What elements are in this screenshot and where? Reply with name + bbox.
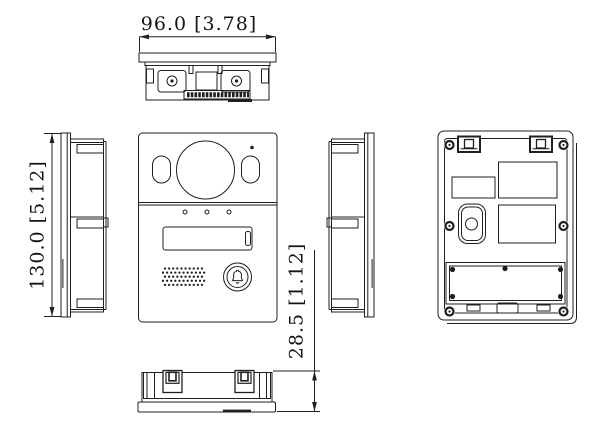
side-clip-right	[261, 68, 269, 84]
clip-middle	[71, 216, 109, 229]
top-view	[138, 52, 277, 102]
nameplate	[162, 226, 253, 251]
camera-module-back	[458, 203, 486, 244]
arrow-down	[49, 307, 55, 317]
label-area-mid-right	[498, 204, 556, 244]
right-side-view	[326, 132, 375, 318]
cover-edge-shadow	[447, 143, 577, 324]
faceplate-profile	[364, 132, 375, 318]
terminal-connector	[183, 90, 251, 100]
status-led-indicators	[182, 209, 232, 215]
bell-icon	[232, 269, 243, 284]
screw-mid-right	[556, 219, 571, 233]
screw-top-right	[556, 138, 571, 152]
cable-entry	[195, 71, 218, 91]
microphone-hole	[250, 145, 254, 150]
label-area-left	[451, 176, 496, 199]
arrow-left	[139, 34, 149, 40]
terminal-cover	[445, 262, 566, 305]
mount-clip-right	[529, 135, 553, 153]
body-profile	[331, 138, 365, 313]
bottom-view	[137, 369, 276, 413]
screw-boss-right	[220, 70, 251, 93]
screw-bottom-right	[556, 304, 571, 319]
arrow-up	[49, 133, 55, 143]
clip-bottom	[331, 298, 364, 310]
height-dimension: 130.0 [5.12]	[27, 133, 61, 317]
end-post-left	[143, 372, 155, 399]
clip-top	[71, 142, 104, 154]
arrow-up	[312, 371, 317, 381]
ir-illuminator-right	[241, 155, 260, 184]
faceplate-edge	[138, 52, 277, 63]
faceplate-profile	[60, 132, 71, 318]
mount-clip-left	[457, 135, 481, 153]
rear-view	[437, 130, 577, 324]
body-profile	[70, 138, 104, 313]
ir-illuminator-left	[152, 155, 171, 184]
label-area-top-right	[498, 161, 558, 199]
end-post-right	[259, 372, 271, 399]
arrow-right	[266, 34, 276, 40]
camera-lens	[176, 140, 235, 200]
faceplate-lip	[144, 61, 271, 66]
height-dimension-label: 130.0 [5.12]	[27, 160, 49, 290]
depth-dimension-label: 28.5 [1.12]	[286, 243, 308, 359]
bottom-latch-area	[466, 302, 551, 314]
clip-top	[331, 142, 364, 154]
clip-middle	[326, 216, 364, 229]
screw-boss-left	[157, 70, 187, 93]
width-dimension-label: 96.0 [3.78]	[141, 13, 257, 35]
arrow-down	[312, 402, 317, 412]
rear-inner-frame	[444, 138, 568, 314]
screw-top-left	[442, 138, 457, 152]
speaker-grille	[161, 267, 210, 287]
screw-mid-left	[442, 219, 457, 233]
front-panel	[138, 132, 278, 323]
rear-cover	[437, 130, 574, 321]
clip-bottom	[71, 298, 104, 310]
screw-bottom-left	[442, 304, 457, 319]
front-view	[138, 132, 278, 323]
depth-dimension: 28.5 [1.12]	[273, 243, 320, 412]
clip-tower-right	[234, 369, 255, 394]
clip-tower-left	[162, 369, 183, 394]
left-side-view	[60, 132, 109, 318]
faceplate-edge	[137, 401, 276, 413]
width-dimension: 96.0 [3.78]	[139, 13, 276, 52]
call-button[interactable]	[223, 262, 252, 292]
side-clip-left	[146, 68, 154, 84]
